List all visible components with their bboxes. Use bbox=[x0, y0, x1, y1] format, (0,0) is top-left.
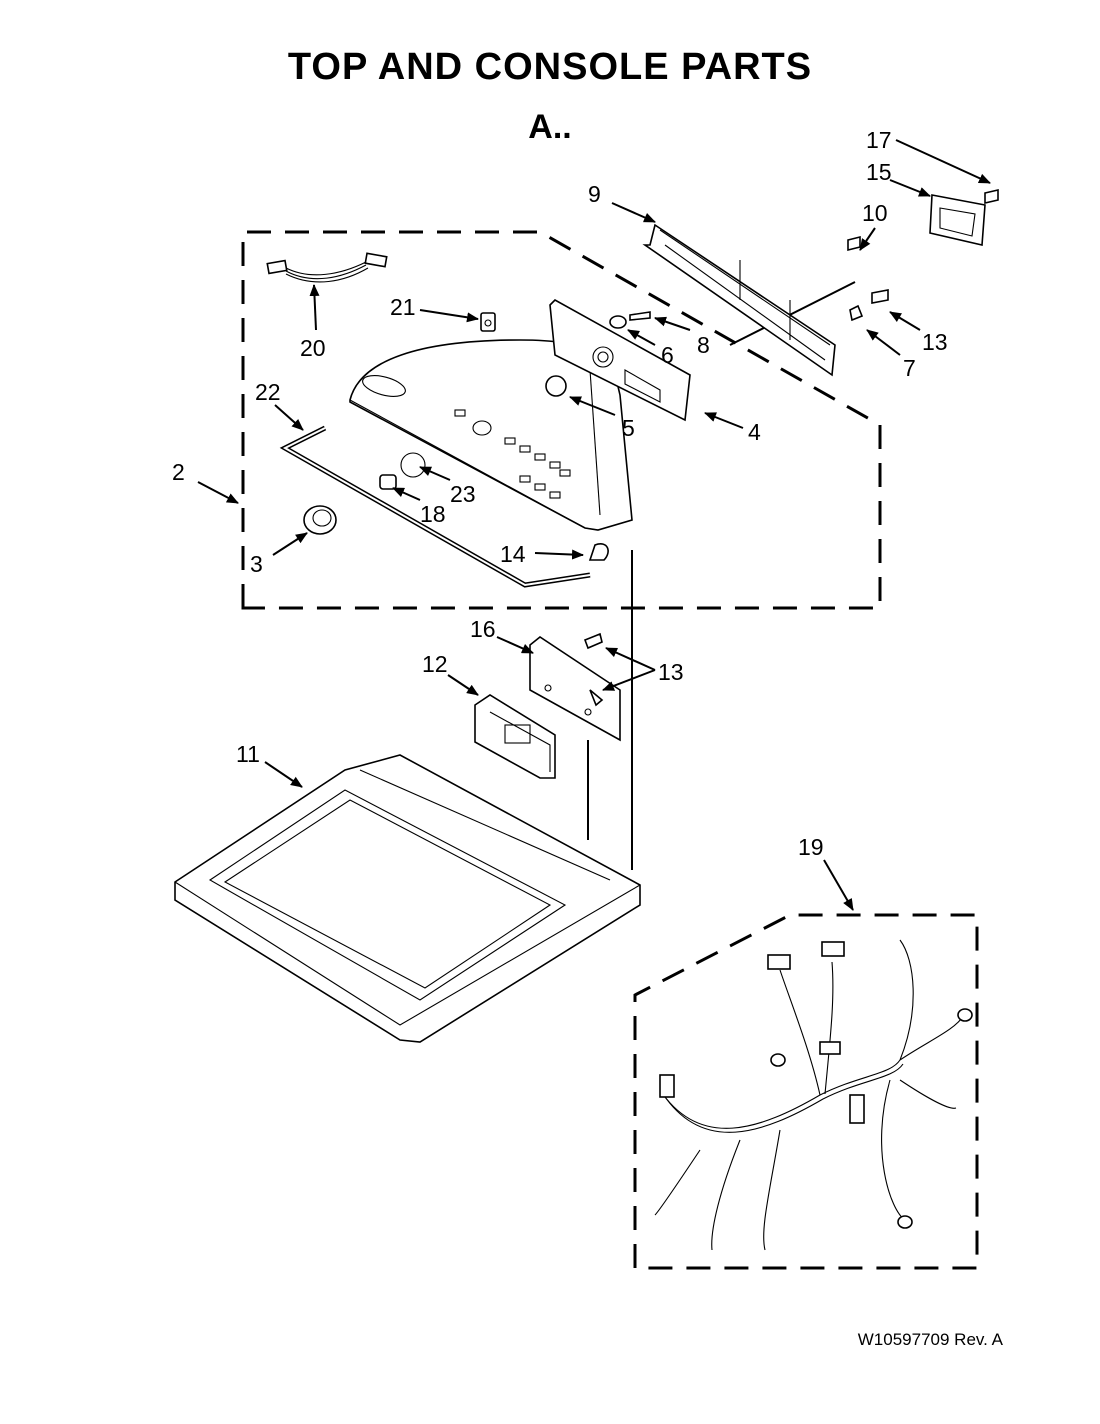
callout-arrow-6 bbox=[627, 329, 656, 346]
callout-arrow-5 bbox=[569, 396, 616, 416]
screw-part bbox=[629, 311, 651, 321]
screw-part bbox=[871, 289, 889, 304]
callout-arrow-4 bbox=[704, 412, 744, 429]
harness-group-outline bbox=[633, 913, 979, 1270]
callout-arrow-13 bbox=[889, 311, 921, 331]
main-wire-harness-part bbox=[654, 939, 973, 1251]
callout-5: 5 bbox=[622, 415, 635, 441]
callout-2: 2 bbox=[172, 459, 185, 485]
mounting-plate-part bbox=[529, 636, 621, 742]
callout-arrow-10 bbox=[859, 227, 876, 251]
callout-13: 13 bbox=[658, 659, 684, 685]
button-part bbox=[379, 474, 397, 490]
callout-arrow-13 bbox=[602, 669, 656, 691]
callout-8: 8 bbox=[697, 332, 710, 358]
callout-arrow-2 bbox=[197, 481, 239, 504]
screw-part bbox=[847, 235, 861, 252]
callout-arrow-9 bbox=[611, 202, 656, 223]
callout-arrow-7 bbox=[866, 329, 901, 356]
encoder-part bbox=[609, 315, 627, 329]
callout-arrow-12 bbox=[447, 674, 479, 696]
callout-arrow-19 bbox=[823, 859, 854, 911]
callout-15: 15 bbox=[866, 159, 892, 185]
screw-part bbox=[583, 632, 603, 650]
callout-16: 16 bbox=[470, 616, 496, 642]
callout-9: 9 bbox=[588, 181, 601, 207]
callout-3: 3 bbox=[250, 551, 263, 577]
callout-arrow-17 bbox=[895, 139, 991, 184]
callout-arrow-3 bbox=[272, 532, 308, 556]
callout-10: 10 bbox=[862, 200, 888, 226]
callout-arrow-21 bbox=[419, 309, 479, 323]
callout-arrow-15 bbox=[889, 179, 931, 197]
callout-arrow-16 bbox=[496, 636, 534, 654]
control-module-part bbox=[474, 694, 556, 779]
console-group-outline bbox=[241, 230, 882, 610]
callout-arrow-14 bbox=[534, 549, 584, 560]
callout-18: 18 bbox=[420, 501, 446, 527]
control-board-part bbox=[549, 299, 691, 422]
callout-arrow-13 bbox=[605, 647, 656, 671]
knob-part bbox=[303, 505, 337, 535]
callout-13: 13 bbox=[922, 329, 948, 355]
callout-arrow-23 bbox=[419, 466, 451, 481]
bracket-part bbox=[849, 304, 864, 322]
clip-part bbox=[480, 312, 496, 332]
callout-7: 7 bbox=[903, 355, 916, 381]
callout-arrow-20 bbox=[309, 284, 320, 331]
callout-11: 11 bbox=[236, 741, 260, 767]
callout-20: 20 bbox=[300, 335, 326, 361]
callout-14: 14 bbox=[500, 541, 526, 567]
callout-21: 21 bbox=[390, 294, 416, 320]
diagram-subtitle: A.. bbox=[528, 108, 572, 146]
callout-arrow-11 bbox=[264, 761, 303, 788]
hinge-part bbox=[588, 543, 609, 561]
top-panel-part bbox=[174, 754, 641, 1043]
mounting-bracket-part bbox=[929, 194, 986, 246]
callout-19: 19 bbox=[798, 834, 824, 860]
callout-12: 12 bbox=[422, 651, 448, 677]
document-number: W10597709 Rev. A bbox=[857, 1330, 1003, 1349]
disc-part bbox=[545, 375, 567, 397]
callout-22: 22 bbox=[255, 379, 281, 405]
callout-arrow-18 bbox=[392, 487, 421, 501]
connector-line bbox=[729, 281, 856, 346]
callout-4: 4 bbox=[748, 419, 761, 445]
diagram-title: TOP AND CONSOLE PARTS bbox=[287, 46, 813, 88]
callout-23: 23 bbox=[450, 481, 476, 507]
screw-part bbox=[589, 689, 604, 707]
callout-arrow-22 bbox=[274, 404, 304, 431]
screw-part bbox=[984, 188, 999, 205]
console-back-panel-part bbox=[642, 223, 836, 377]
wire-harness-small-part bbox=[266, 252, 388, 283]
callout-arrow-8 bbox=[654, 316, 691, 331]
callout-6: 6 bbox=[661, 342, 674, 368]
callout-17: 17 bbox=[866, 127, 892, 153]
